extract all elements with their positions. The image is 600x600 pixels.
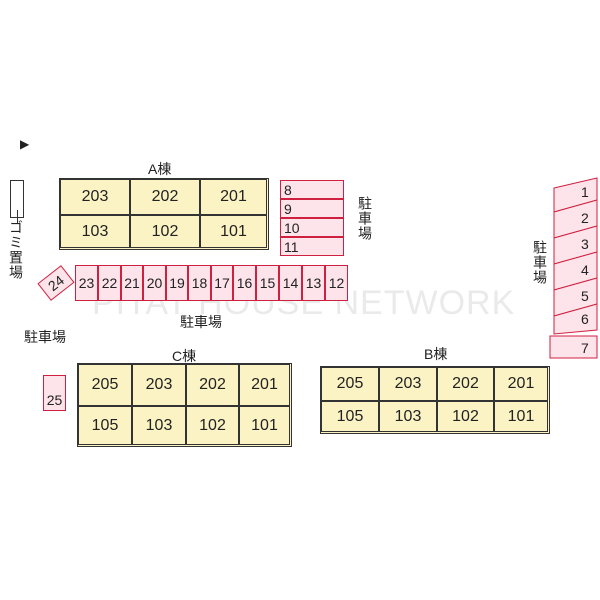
parking-1[interactable]: 1 bbox=[581, 184, 589, 200]
unit-b-201[interactable]: 201 bbox=[494, 367, 548, 401]
parking-16[interactable]: 16 bbox=[233, 265, 256, 301]
unit-c-201[interactable]: 201 bbox=[239, 364, 290, 406]
garbage-area-line bbox=[17, 210, 18, 224]
parking-label-right: 駐車場 bbox=[532, 240, 548, 285]
arrow-icon: ▶ bbox=[20, 137, 30, 151]
parking-4[interactable]: 4 bbox=[581, 262, 589, 278]
parking-6-shape bbox=[553, 303, 598, 335]
unit-c-203[interactable]: 203 bbox=[132, 364, 186, 406]
unit-b-103[interactable]: 103 bbox=[379, 401, 437, 432]
unit-c-202[interactable]: 202 bbox=[186, 364, 239, 406]
parking-13[interactable]: 13 bbox=[302, 265, 325, 301]
building-c-label: C棟 bbox=[172, 348, 197, 364]
parking-17[interactable]: 17 bbox=[211, 265, 233, 301]
building-b: 205 203 202 201 105 103 102 101 bbox=[320, 366, 550, 434]
parking-right-column bbox=[549, 177, 598, 359]
unit-a-102[interactable]: 102 bbox=[130, 215, 200, 248]
parking-24[interactable]: 24 bbox=[37, 265, 75, 301]
building-b-label: B棟 bbox=[424, 346, 448, 362]
unit-b-203[interactable]: 203 bbox=[379, 367, 437, 401]
parking-14[interactable]: 14 bbox=[279, 265, 302, 301]
parking-9[interactable]: 9 bbox=[280, 199, 344, 218]
building-a-label: A棟 bbox=[148, 161, 172, 177]
unit-b-202[interactable]: 202 bbox=[437, 367, 494, 401]
parking-3[interactable]: 3 bbox=[581, 236, 589, 252]
unit-b-101[interactable]: 101 bbox=[494, 401, 548, 432]
unit-c-205[interactable]: 205 bbox=[78, 364, 132, 406]
unit-b-105[interactable]: 105 bbox=[321, 401, 379, 432]
parking-label-left: 駐車場 bbox=[24, 329, 66, 345]
parking-7[interactable]: 7 bbox=[581, 340, 589, 356]
unit-b-205[interactable]: 205 bbox=[321, 367, 379, 401]
parking-15[interactable]: 15 bbox=[256, 265, 279, 301]
parking-22[interactable]: 22 bbox=[98, 265, 121, 301]
unit-c-101[interactable]: 101 bbox=[239, 406, 290, 445]
building-c: 205 203 202 201 105 103 102 101 bbox=[77, 363, 292, 447]
parking-8[interactable]: 8 bbox=[280, 180, 344, 199]
parking-23[interactable]: 23 bbox=[75, 265, 98, 301]
parking-20[interactable]: 20 bbox=[143, 265, 166, 301]
unit-c-102[interactable]: 102 bbox=[186, 406, 239, 445]
parking-18[interactable]: 18 bbox=[188, 265, 211, 301]
parking-19[interactable]: 19 bbox=[166, 265, 188, 301]
parking-12[interactable]: 12 bbox=[325, 265, 348, 301]
unit-a-202[interactable]: 202 bbox=[130, 179, 200, 215]
parking-6[interactable]: 6 bbox=[581, 311, 589, 327]
parking-row-mid: 23 22 21 20 19 18 17 16 15 14 13 12 bbox=[75, 265, 348, 301]
parking-label-mid: 駐車場 bbox=[180, 314, 222, 330]
unit-c-103[interactable]: 103 bbox=[132, 406, 186, 445]
garbage-area-label: ゴミ置場 bbox=[8, 220, 24, 280]
building-a: 203 202 201 103 102 101 bbox=[59, 178, 269, 250]
parking-10[interactable]: 10 bbox=[280, 218, 344, 237]
unit-b-102[interactable]: 102 bbox=[437, 401, 494, 432]
unit-c-105[interactable]: 105 bbox=[78, 406, 132, 445]
parking-5[interactable]: 5 bbox=[581, 288, 589, 304]
parking-25[interactable]: 25 bbox=[43, 375, 66, 411]
parking-label-a: 駐車場 bbox=[357, 196, 373, 241]
unit-a-103[interactable]: 103 bbox=[60, 215, 130, 248]
unit-a-203[interactable]: 203 bbox=[60, 179, 130, 215]
parking-7-shape bbox=[549, 335, 598, 359]
parking-21[interactable]: 21 bbox=[121, 265, 143, 301]
parking-11[interactable]: 11 bbox=[280, 237, 344, 256]
unit-a-201[interactable]: 201 bbox=[200, 179, 267, 215]
unit-a-101[interactable]: 101 bbox=[200, 215, 267, 248]
parking-2[interactable]: 2 bbox=[581, 210, 589, 226]
